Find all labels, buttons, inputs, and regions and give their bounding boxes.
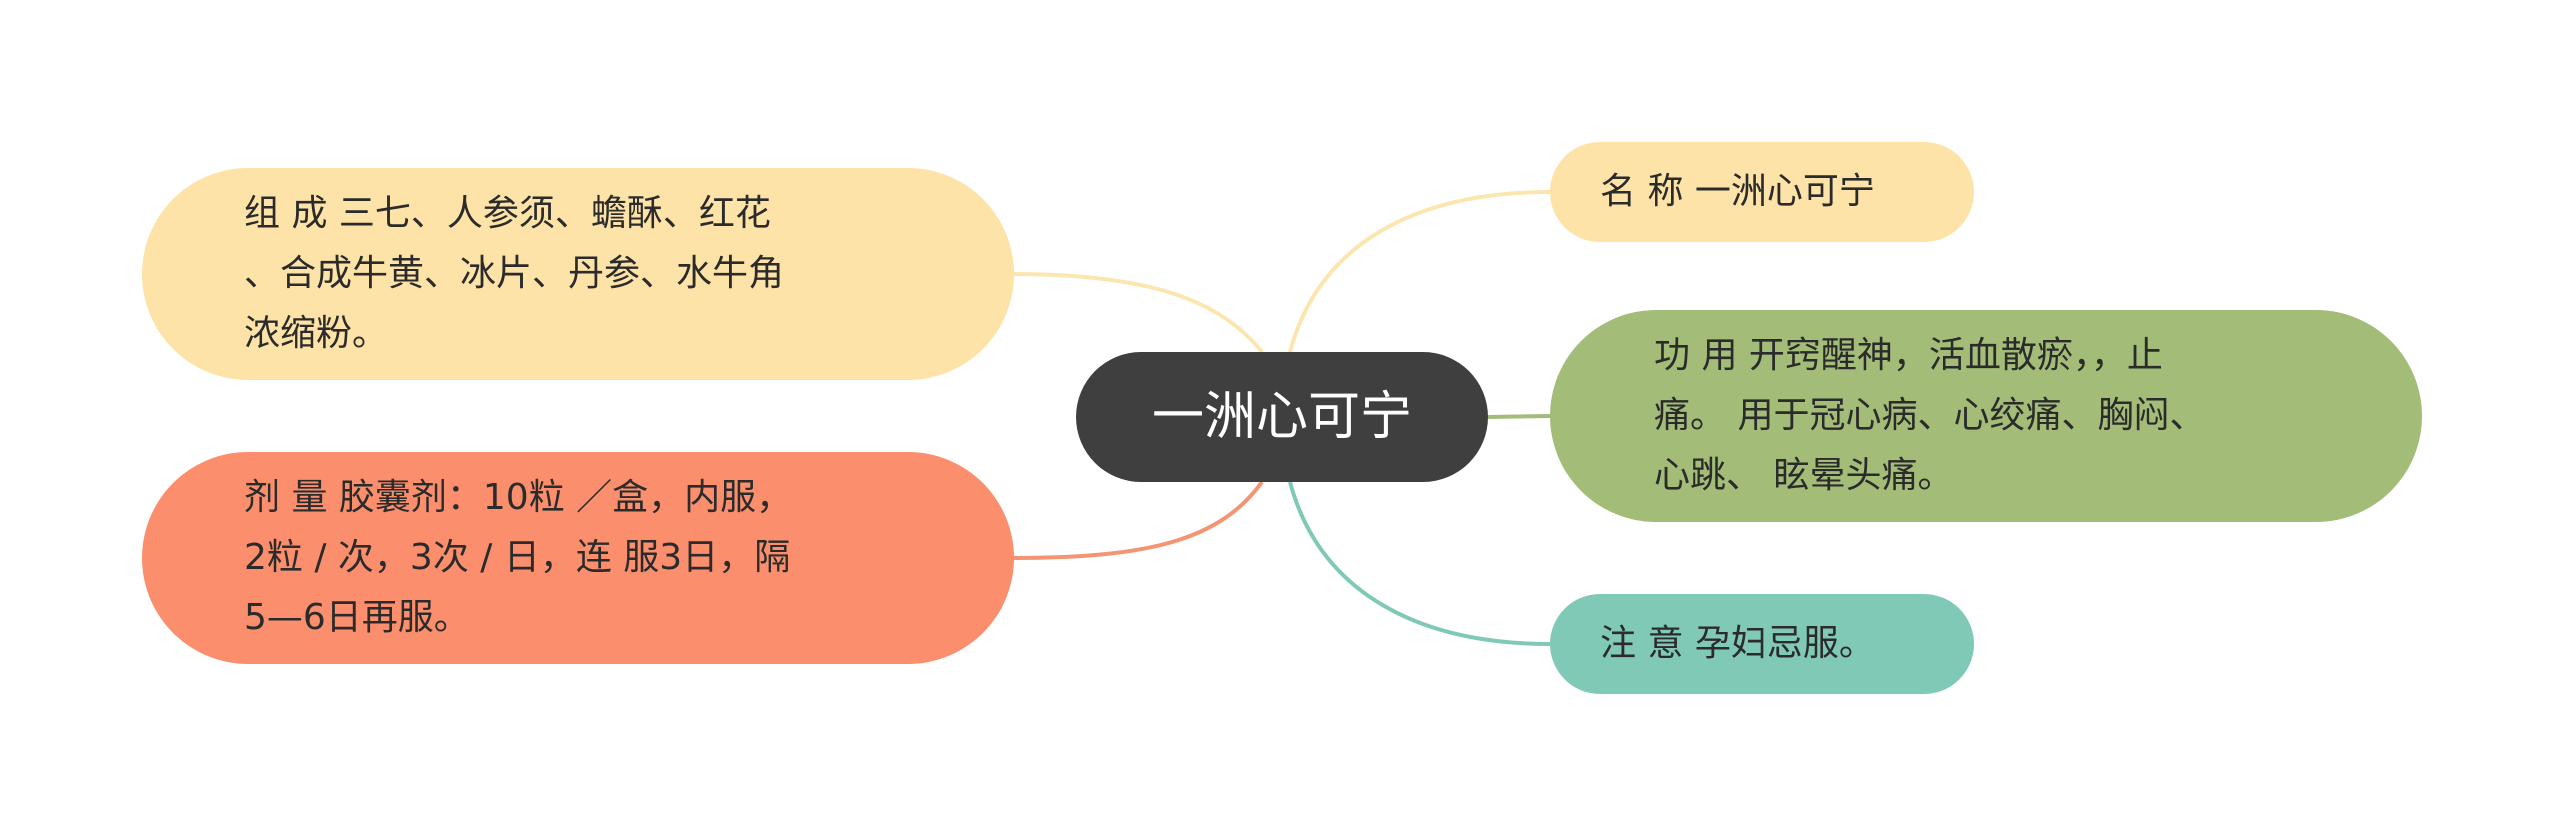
connector-zhuyi (1288, 481, 1551, 646)
central-topic-label: 一洲心可宁 (1151, 387, 1412, 447)
node-zhuyi[interactable]: 注 意 孕妇忌服。 (1550, 594, 1974, 694)
node-gongyong-text: 功 用 开窍醒神，活血散瘀，，止 痛。 用于冠心病、心绞痛、胸闷、 心跳、 眩晕… (1654, 335, 2206, 496)
node-mingcheng[interactable]: 名 称 一洲心可宁 (1550, 142, 1974, 242)
central-topic[interactable]: 一洲心可宁 (1076, 352, 1488, 482)
node-gongyong[interactable]: 功 用 开窍醒神，活血散瘀，，止 痛。 用于冠心病、心绞痛、胸闷、 心跳、 眩晕… (1550, 310, 2422, 522)
node-jiliang-text: 剂 量 胶囊剂：10粒 ／盒，内服， 2粒 / 次，3次 / 日，连 服3日，隔… (244, 477, 793, 638)
connector-gongyong (1487, 414, 1551, 419)
connector-jiliang (1011, 480, 1264, 560)
node-mingcheng-text: 名 称 一洲心可宁 (1600, 171, 1875, 212)
node-jiliang[interactable]: 剂 量 胶囊剂：10粒 ／盒，内服， 2粒 / 次，3次 / 日，连 服3日，隔… (142, 452, 1014, 664)
node-zhuyi-text: 注 意 孕妇忌服。 (1600, 623, 1875, 664)
connector-zucheng (1011, 272, 1264, 354)
node-zucheng[interactable]: 组 成 三七、人参须、蟾酥、红花 、合成牛黄、冰片、丹参、水牛角 浓缩粉。 (142, 168, 1014, 380)
connector-mingcheng (1288, 190, 1551, 353)
node-zucheng-text: 组 成 三七、人参须、蟾酥、红花 、合成牛黄、冰片、丹参、水牛角 浓缩粉。 (244, 193, 785, 354)
